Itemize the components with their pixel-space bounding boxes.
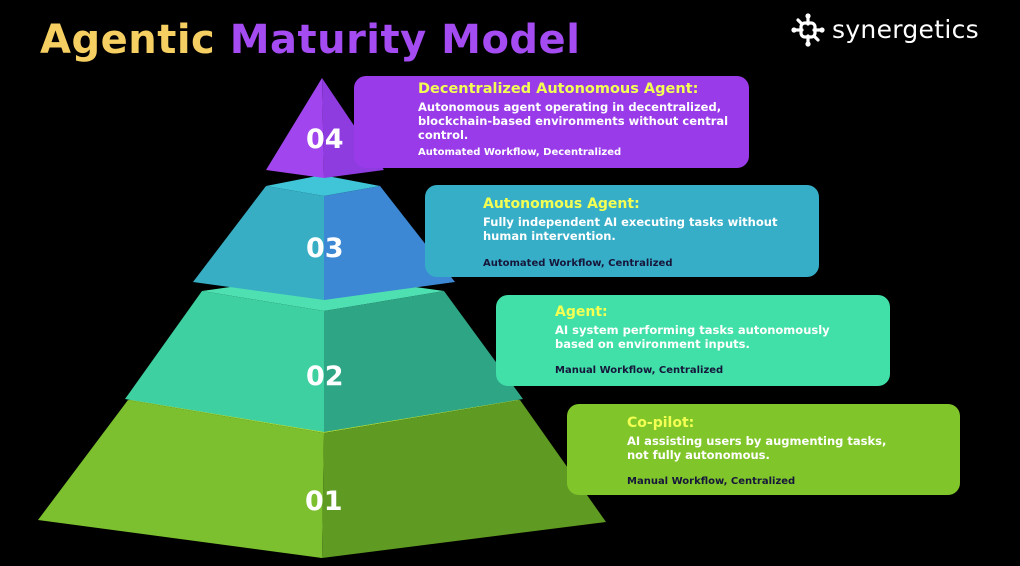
level-03-right-face: [324, 186, 455, 300]
synergetics-logo-icon: [791, 13, 825, 47]
page-title: Agentic Maturity Model: [40, 12, 580, 68]
brand-logo: synergetics: [790, 12, 979, 48]
level-03-description-line: human intervention.: [483, 229, 616, 243]
level-card-01: Co-pilot: AI assisting users by augmenti…: [567, 404, 960, 495]
level-04-workflow-tag: Automated Workflow, Decentralized: [418, 147, 622, 158]
level-02-right-face: [324, 291, 523, 432]
level-card-04: Decentralized Autonomous Agent: Autonomo…: [354, 76, 749, 168]
level-02-left-face: [125, 291, 324, 432]
level-02-workflow-tag: Manual Workflow, Centralized: [555, 365, 724, 376]
level-01-left-face: [38, 400, 324, 558]
level-01-title: Co-pilot:: [627, 415, 695, 431]
level-01-workflow-tag: Manual Workflow, Centralized: [627, 476, 796, 487]
level-04-title: Decentralized Autonomous Agent:: [418, 81, 699, 97]
level-03-description-line: Fully independent AI executing tasks wit…: [483, 215, 778, 229]
level-04-description-line: control.: [418, 128, 469, 142]
level-03-workflow-tag: Automated Workflow, Centralized: [483, 258, 673, 269]
pyramid-level-03: 03: [193, 175, 455, 300]
level-03-left-face: [193, 186, 324, 300]
level-04-description-line: blockchain-based environments without ce…: [418, 114, 729, 128]
brand-name: synergetics: [832, 15, 979, 44]
level-01-number: 01: [305, 486, 343, 517]
level-04-number: 04: [306, 124, 344, 155]
level-03-title: Autonomous Agent:: [483, 196, 640, 212]
level-02-description: AI system performing tasks autonomously …: [555, 323, 830, 351]
level-04-description: Autonomous agent operating in decentrali…: [418, 100, 728, 142]
level-02-description-line: AI system performing tasks autonomously: [555, 323, 830, 337]
level-01-description-line: AI assisting users by augmenting tasks,: [627, 434, 887, 448]
level-03-number: 03: [306, 233, 344, 264]
level-04-description-line: Autonomous agent operating in decentrali…: [418, 100, 722, 114]
level-card-03: Autonomous Agent: Fully independent AI e…: [425, 185, 819, 277]
level-04-left-face: [266, 78, 324, 178]
level-02-description-line: based on environment inputs.: [555, 337, 750, 351]
level-02-title: Agent:: [555, 304, 608, 320]
level-03-description: Fully independent AI executing tasks wit…: [483, 215, 777, 243]
level-02-number: 02: [306, 361, 344, 392]
level-card-02: Agent: AI system performing tasks autono…: [496, 295, 890, 386]
title-word-maturity-model: Maturity Model: [229, 17, 581, 63]
level-01-description: AI assisting users by augmenting tasks, …: [627, 434, 886, 462]
level-01-description-line: not fully autonomous.: [627, 448, 770, 462]
title-word-agentic: Agentic: [40, 17, 216, 63]
level-03-top-face: [266, 175, 380, 196]
level-01-right-face: [322, 400, 606, 558]
